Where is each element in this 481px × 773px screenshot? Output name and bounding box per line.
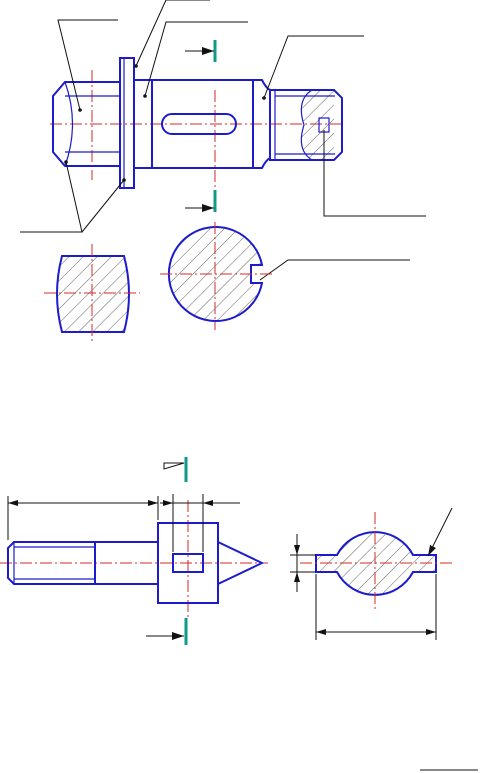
pin-block	[157, 522, 219, 604]
pin-cone-tip	[217, 541, 265, 585]
pin-cross-hole	[172, 553, 204, 573]
collar-flange	[119, 57, 135, 189]
view-arrow-top	[202, 47, 214, 55]
leader-lines	[20, 0, 426, 281]
shaft-view	[20, 0, 426, 281]
broken-out-section-hatch	[301, 90, 334, 160]
keyway-slot	[161, 113, 237, 135]
dimensions-pin	[7, 494, 240, 552]
section-square-head	[44, 244, 140, 344]
section-keyway	[160, 222, 272, 330]
view-arrow-bottom	[202, 204, 214, 212]
center-pin-view	[0, 457, 268, 645]
section-pin-flat	[290, 507, 453, 640]
